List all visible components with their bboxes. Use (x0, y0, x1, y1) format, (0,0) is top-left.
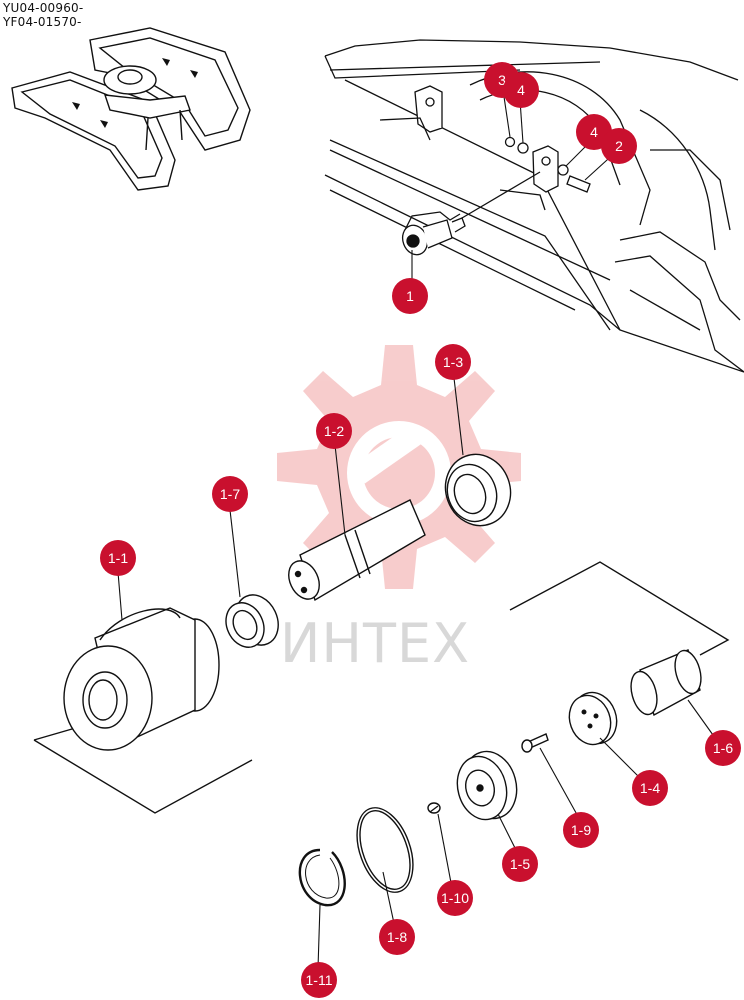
callout-1-11: 1-11 (301, 962, 337, 998)
watermark-gear-icon (277, 345, 521, 589)
callout-1: 1 (392, 278, 428, 314)
model-code-2: YF04-01570- (3, 15, 82, 29)
exploded-view-drawing (33, 89, 730, 969)
callout-4-upper: 4 (503, 72, 539, 108)
callout-1-5: 1-5 (502, 846, 538, 882)
callout-1-7: 1-7 (212, 476, 248, 512)
callout-1-4: 1-4 (632, 770, 668, 806)
callout-1-1: 1-1 (100, 540, 136, 576)
callout-1-6: 1-6 (705, 730, 741, 766)
callout-1-2: 1-2 (316, 413, 352, 449)
callout-1-8: 1-8 (379, 919, 415, 955)
callout-1-9: 1-9 (563, 812, 599, 848)
callout-2: 2 (601, 128, 637, 164)
callout-1-3: 1-3 (435, 344, 471, 380)
frame-detail-drawing (324, 39, 744, 373)
callout-1-10: 1-10 (437, 880, 473, 916)
track-frame-overview (11, 27, 251, 191)
watermark-text: ИНТЕХ (280, 612, 471, 675)
model-code-1: YU04-00960- (3, 1, 84, 15)
